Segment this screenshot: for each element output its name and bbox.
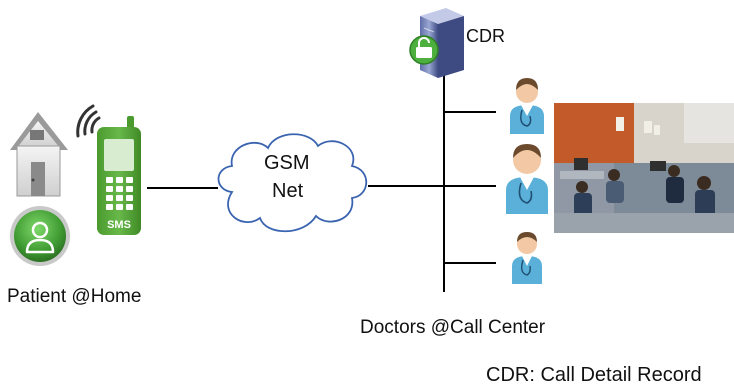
doctor-icon xyxy=(510,78,544,134)
call-center-label: Doctors @Call Center xyxy=(360,317,546,338)
cdr-label: CDR xyxy=(466,26,505,46)
mobile-phone-icon: SMS xyxy=(97,116,141,235)
patient-avatar-icon xyxy=(10,206,70,266)
doctor-icon xyxy=(506,144,548,214)
doctor-icon xyxy=(512,232,542,284)
legend-text: CDR: Call Detail Record xyxy=(486,364,702,386)
patient-label: Patient @Home xyxy=(7,286,142,307)
connection-lines xyxy=(147,70,496,292)
signal-waves-icon xyxy=(76,104,101,138)
lock-icon xyxy=(409,35,439,65)
sms-label: SMS xyxy=(107,219,131,231)
cloud-label-line-1: GSM xyxy=(264,152,310,174)
cloud-label-line-2: Net xyxy=(272,180,304,202)
house-icon xyxy=(10,112,68,197)
call-center-photo xyxy=(554,103,734,233)
cloud-icon xyxy=(217,133,368,233)
